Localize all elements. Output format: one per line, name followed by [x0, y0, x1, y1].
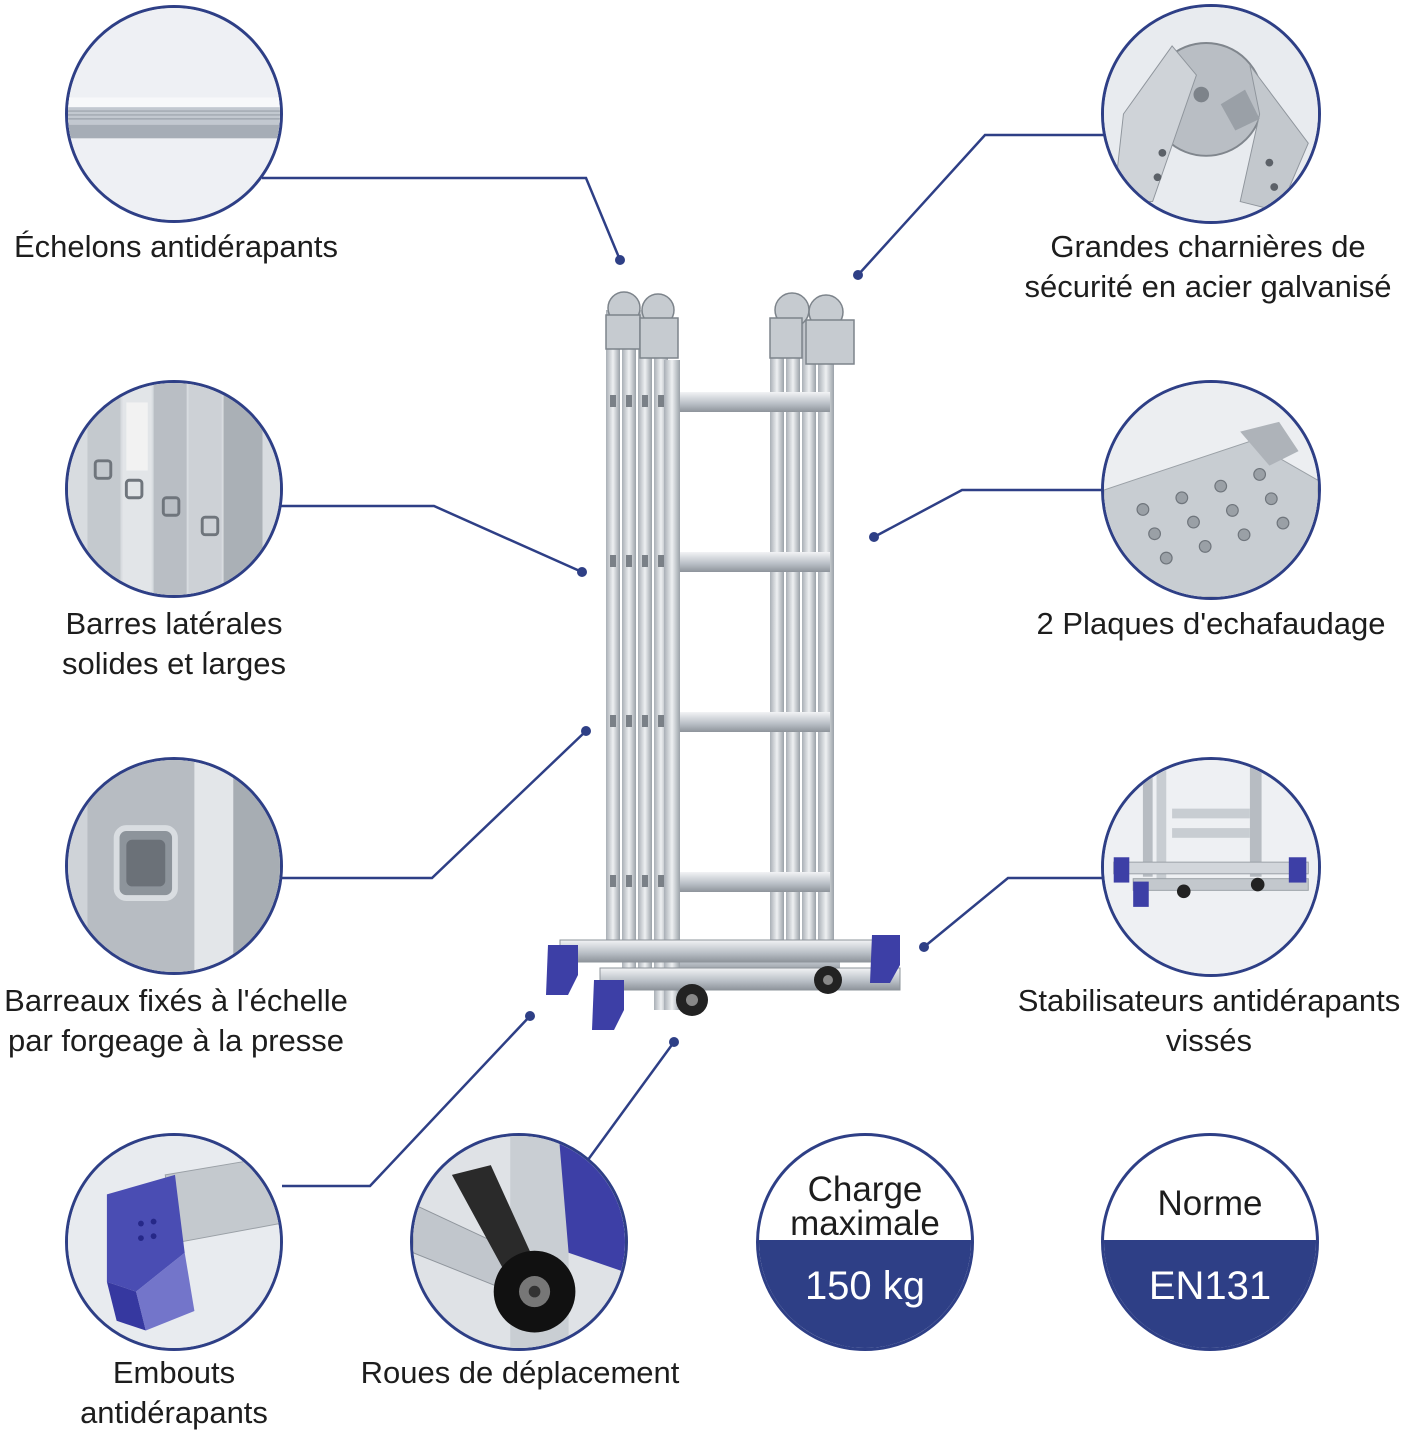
rung-closeup-icon — [65, 5, 283, 223]
connector-hinges — [857, 133, 1104, 276]
label-plates-line-1: 2 Plaques d'echafaudage — [1036, 606, 1386, 641]
connector-dot-stabilizers — [919, 942, 929, 952]
wheel-closeup-icon — [410, 1133, 628, 1351]
hinge-closeup-icon — [1101, 4, 1321, 224]
max-load-title-line-2: maximale — [790, 1204, 940, 1243]
label-hinges-line-1: Grandes charnières de — [1050, 229, 1366, 264]
connector-side-bars — [280, 504, 583, 574]
side-bar-closeup-icon — [65, 380, 283, 598]
max-load-badge: Charge maximale 150 kg — [756, 1133, 974, 1351]
ladder-rail-slots — [610, 395, 664, 887]
label-forged: Barreaux fixés à l'échelle par forgeage … — [0, 981, 352, 1061]
connector-dot-hinges — [853, 270, 863, 280]
label-rungs: Échelons antidérapants — [0, 227, 352, 267]
ladder-feet — [546, 935, 900, 1030]
max-load-title: Charge maximale — [759, 1136, 971, 1241]
connector-forged — [282, 730, 587, 880]
label-end-caps: Embouts antidérapants — [0, 1353, 348, 1433]
label-end-caps-line-1: Embouts — [112, 1355, 236, 1390]
end-cap-closeup-icon — [65, 1133, 283, 1351]
connector-dot-forged — [581, 726, 591, 736]
label-forged-line-2: par forgeage à la presse — [7, 1023, 345, 1058]
connector-rungs — [262, 176, 622, 261]
label-rungs-line-1: Échelons antidérapants — [13, 229, 338, 264]
connector-dot-plates — [869, 532, 879, 542]
connector-dot-end-caps — [525, 1011, 535, 1021]
ladder-left-rails — [606, 310, 680, 1010]
connector-dot-side-bars — [577, 567, 587, 577]
label-plates: 2 Plaques d'echafaudage — [1000, 604, 1422, 644]
ladder-front-bar — [599, 967, 901, 991]
connector-stabilizers — [923, 876, 1104, 948]
label-stabilizers: Stabilisateurs antidérapants vissés — [996, 981, 1422, 1061]
forged-rung-closeup-icon — [65, 757, 283, 975]
label-end-caps-line-2: antidérapants — [80, 1395, 268, 1430]
stabilizer-closeup-icon — [1101, 757, 1321, 977]
label-stabilizers-line-2: vissés — [1165, 1023, 1253, 1058]
connector-wheels — [580, 1041, 676, 1169]
label-hinges-line-2: sécurité en acier galvanisé — [1024, 269, 1392, 304]
norm-title-line-1: Norme — [1157, 1184, 1263, 1223]
max-load-value: 150 kg — [759, 1240, 971, 1348]
label-wheels: Roues de déplacement — [340, 1353, 700, 1393]
ladder-wheels — [676, 966, 842, 1016]
label-side-bars-line-1: Barres latérales — [65, 606, 283, 641]
label-side-bars-line-2: solides et larges — [61, 646, 286, 681]
norm-value: EN131 — [1104, 1240, 1316, 1348]
label-forged-line-1: Barreaux fixés à l'échelle — [4, 983, 348, 1018]
ladder-right-rails — [770, 320, 834, 960]
norm-badge: Norme EN131 — [1101, 1133, 1319, 1351]
connector-end-caps — [282, 1015, 531, 1188]
connector-dot-rungs — [615, 255, 625, 265]
max-load-title-line-1: Charge — [807, 1170, 923, 1209]
connector-plates — [873, 488, 1104, 539]
label-hinges: Grandes charnières de sécurité en acier … — [998, 227, 1418, 307]
label-side-bars: Barres latérales solides et larges — [0, 604, 348, 684]
scaffold-plate-closeup-icon — [1101, 380, 1321, 600]
ladder-stabilizer-bar — [559, 939, 891, 963]
label-wheels-line-1: Roues de déplacement — [360, 1355, 680, 1390]
connector-dot-wheels — [669, 1037, 679, 1047]
ladder-hinges — [605, 291, 855, 365]
norm-title: Norme — [1104, 1136, 1316, 1241]
label-stabilizers-line-1: Stabilisateurs antidérapants — [1017, 983, 1401, 1018]
